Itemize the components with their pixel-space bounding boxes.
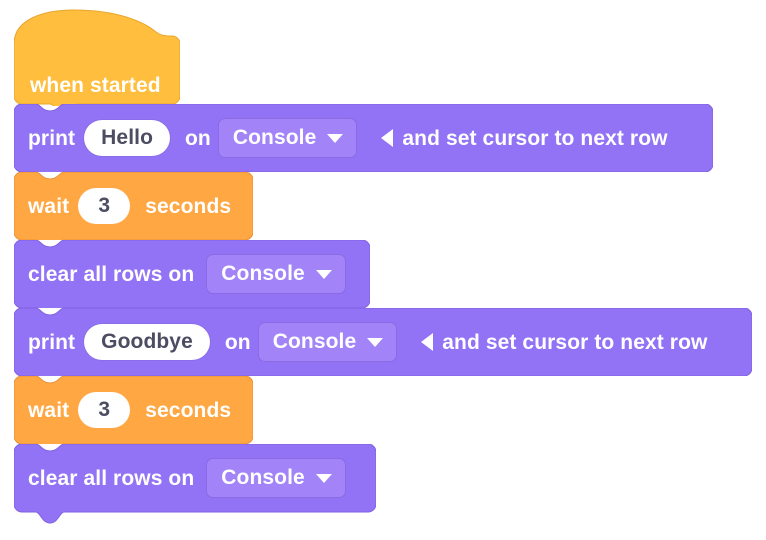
- print-text-field[interactable]: Hello: [84, 120, 170, 156]
- chevron-down-icon: [315, 474, 332, 483]
- console-dropdown[interactable]: Console: [257, 322, 398, 362]
- seconds-label: seconds: [145, 194, 232, 218]
- console-dropdown[interactable]: Console: [206, 458, 346, 498]
- wait-seconds-field[interactable]: 3: [78, 188, 131, 224]
- block-clear-rows-2[interactable]: clear all rows on Console: [14, 444, 376, 524]
- on-label: on: [185, 126, 211, 150]
- block-when-started[interactable]: when started: [14, 8, 180, 106]
- clear-all-rows-label: clear all rows on: [28, 262, 195, 286]
- console-dropdown[interactable]: Console: [217, 118, 358, 158]
- console-dropdown-value: Console: [232, 126, 317, 149]
- print-label: print: [28, 126, 76, 150]
- console-dropdown-value: Console: [272, 330, 357, 353]
- chevron-down-icon: [367, 338, 384, 347]
- print-label: print: [28, 330, 76, 354]
- seconds-label: seconds: [145, 398, 232, 422]
- print-suffix-label: and set cursor to next row: [402, 126, 668, 150]
- triangle-left-icon[interactable]: [421, 333, 434, 351]
- chevron-down-icon: [327, 134, 344, 143]
- block-clear-rows-1[interactable]: clear all rows on Console: [14, 240, 370, 308]
- console-dropdown-value: Console: [221, 262, 305, 285]
- wait-label: wait: [28, 398, 70, 422]
- print-suffix-label: and set cursor to next row: [442, 330, 708, 354]
- wait-label: wait: [28, 194, 70, 218]
- triangle-left-icon[interactable]: [381, 129, 394, 147]
- print-text-field[interactable]: Goodbye: [84, 324, 210, 360]
- block-wait-1[interactable]: wait 3 seconds: [14, 172, 253, 240]
- wait-seconds-field[interactable]: 3: [78, 392, 131, 428]
- when-started-label: when started: [30, 74, 161, 97]
- print-hello-block-shape: [14, 104, 713, 172]
- on-label: on: [224, 330, 251, 354]
- wait-2-block-shape: [14, 376, 253, 444]
- console-dropdown[interactable]: Console: [206, 254, 346, 294]
- block-print-goodbye[interactable]: print Goodbye on Console and set cursor …: [14, 308, 752, 376]
- chevron-down-icon: [315, 270, 332, 279]
- block-wait-2[interactable]: wait 3 seconds: [14, 376, 253, 444]
- console-dropdown-value: Console: [221, 466, 305, 489]
- block-print-hello[interactable]: print Hello on Console and set cursor to…: [14, 104, 713, 172]
- clear-all-rows-label: clear all rows on: [28, 466, 195, 490]
- wait-1-block-shape: [14, 172, 253, 240]
